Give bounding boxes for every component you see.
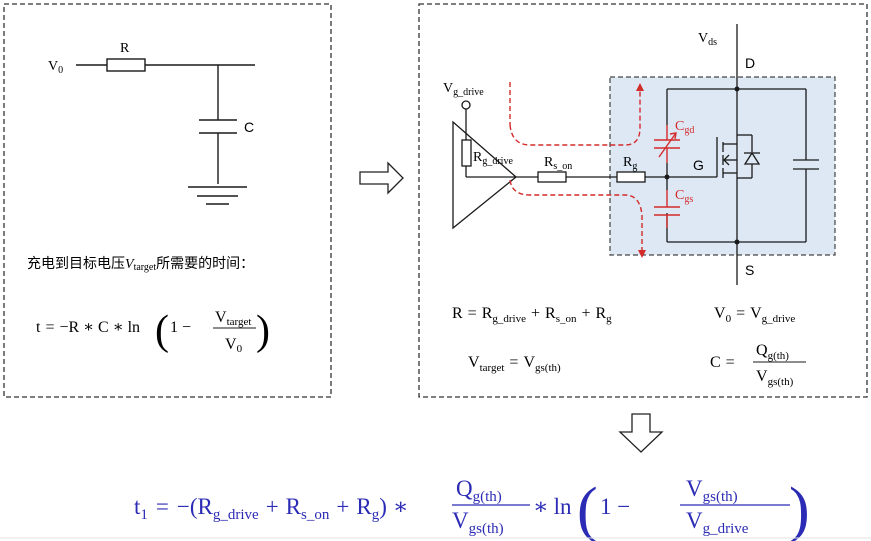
final-ln: ∗ln	[533, 494, 572, 519]
left-panel: V0 R C 充电到目标电压Vtarget所需要的时间： t=−R ∗ C ∗ …	[3, 3, 332, 398]
current-path-upper	[509, 88, 641, 146]
cgd-arrow-head	[669, 132, 677, 140]
cgd-label: Cgd	[675, 119, 694, 136]
body-arrow-icon	[723, 154, 730, 166]
r-equation: R=Rg_drive+Rs_on+Rg	[452, 305, 612, 325]
ground-icon	[188, 186, 247, 205]
c-equation-denominator: Vgs(th)	[756, 368, 794, 388]
one-minus: 1 −	[170, 319, 191, 336]
final-paren-open: (	[577, 476, 598, 541]
mosfet-package-box	[609, 76, 836, 256]
capacitor-label: C	[244, 119, 254, 135]
rg-drive-label: Rg_drive	[473, 150, 513, 167]
parameter-equations: R=Rg_drive+Rs_on+Rg V0=Vg_drive Vtarget=…	[452, 305, 806, 388]
gate-label: G	[693, 157, 704, 173]
source-label: S	[745, 262, 754, 278]
final-formula: t1=−(Rg_drive+Rs_on+Rg)∗ Qg(th) Vgs(th) …	[134, 476, 810, 541]
charging-current-paths	[509, 82, 643, 250]
resistor-rs-on	[537, 171, 567, 183]
rs-on-label: Rs_on	[544, 155, 572, 172]
formula-lhs: t=−R ∗ C ∗ ln	[36, 319, 140, 336]
source-node	[734, 239, 740, 245]
current-path-lower	[509, 179, 643, 250]
arrow-up-icon	[636, 83, 644, 91]
resistor-rg-drive	[461, 139, 472, 167]
final-frac2-numerator: Vgs(th)	[686, 476, 738, 505]
final-frac2-denominator: Vg_drive	[686, 508, 749, 537]
rg-label: Rg	[623, 155, 637, 172]
charge-time-description: 充电到目标电压Vtarget所需要的时间：	[27, 256, 254, 273]
arrow-down-red-icon	[638, 250, 646, 258]
paren-open: (	[155, 308, 169, 354]
vtarget-equation: Vtarget=Vgs(th)	[468, 354, 561, 374]
final-frac1-denominator: Vgs(th)	[452, 508, 504, 537]
resistor-rg	[616, 171, 646, 183]
final-formula-main: t1=−(Rg_drive+Rs_on+Rg)∗	[134, 494, 409, 523]
right-panel-border	[418, 3, 868, 398]
vg-drive-label: Vg_drive	[443, 81, 484, 98]
drain-node	[734, 86, 740, 92]
gate-driver	[452, 100, 717, 230]
final-frac1-numerator: Qg(th)	[456, 476, 502, 505]
v0-equation: V0=Vg_drive	[714, 305, 795, 325]
cgs-label: Cgs	[675, 188, 693, 205]
c-equation-numerator: Qg(th)	[756, 342, 789, 362]
vds-label: Vds	[698, 31, 717, 48]
c-equation-lhs: C=	[710, 354, 735, 371]
source-label: V0	[48, 59, 63, 76]
rc-time-formula: t=−R ∗ C ∗ ln ( 1 − Vtarget V0 )	[36, 308, 270, 355]
body-diode-icon	[743, 151, 761, 165]
paren-close: )	[256, 308, 270, 354]
fraction-denominator: V0	[225, 336, 243, 355]
vg-drive-terminal-icon	[461, 100, 471, 110]
resistor-r	[106, 58, 146, 72]
parasitic-capacitors	[654, 125, 680, 228]
arrow-right-icon	[359, 161, 404, 195]
final-paren-close: )	[789, 476, 810, 541]
left-panel-border	[3, 3, 332, 398]
drain-label: D	[745, 55, 755, 71]
rc-circuit	[76, 58, 255, 205]
final-one-minus: 1 −	[600, 494, 630, 519]
driver-triangle-icon	[452, 120, 518, 230]
arrow-down-icon	[618, 413, 664, 453]
cgd-variable-arrow-icon	[658, 132, 677, 158]
fraction-numerator: Vtarget	[215, 309, 251, 328]
right-panel: Vg_drive Rg_drive Rs_on Rg	[418, 3, 868, 398]
resistor-label: R	[120, 41, 130, 56]
